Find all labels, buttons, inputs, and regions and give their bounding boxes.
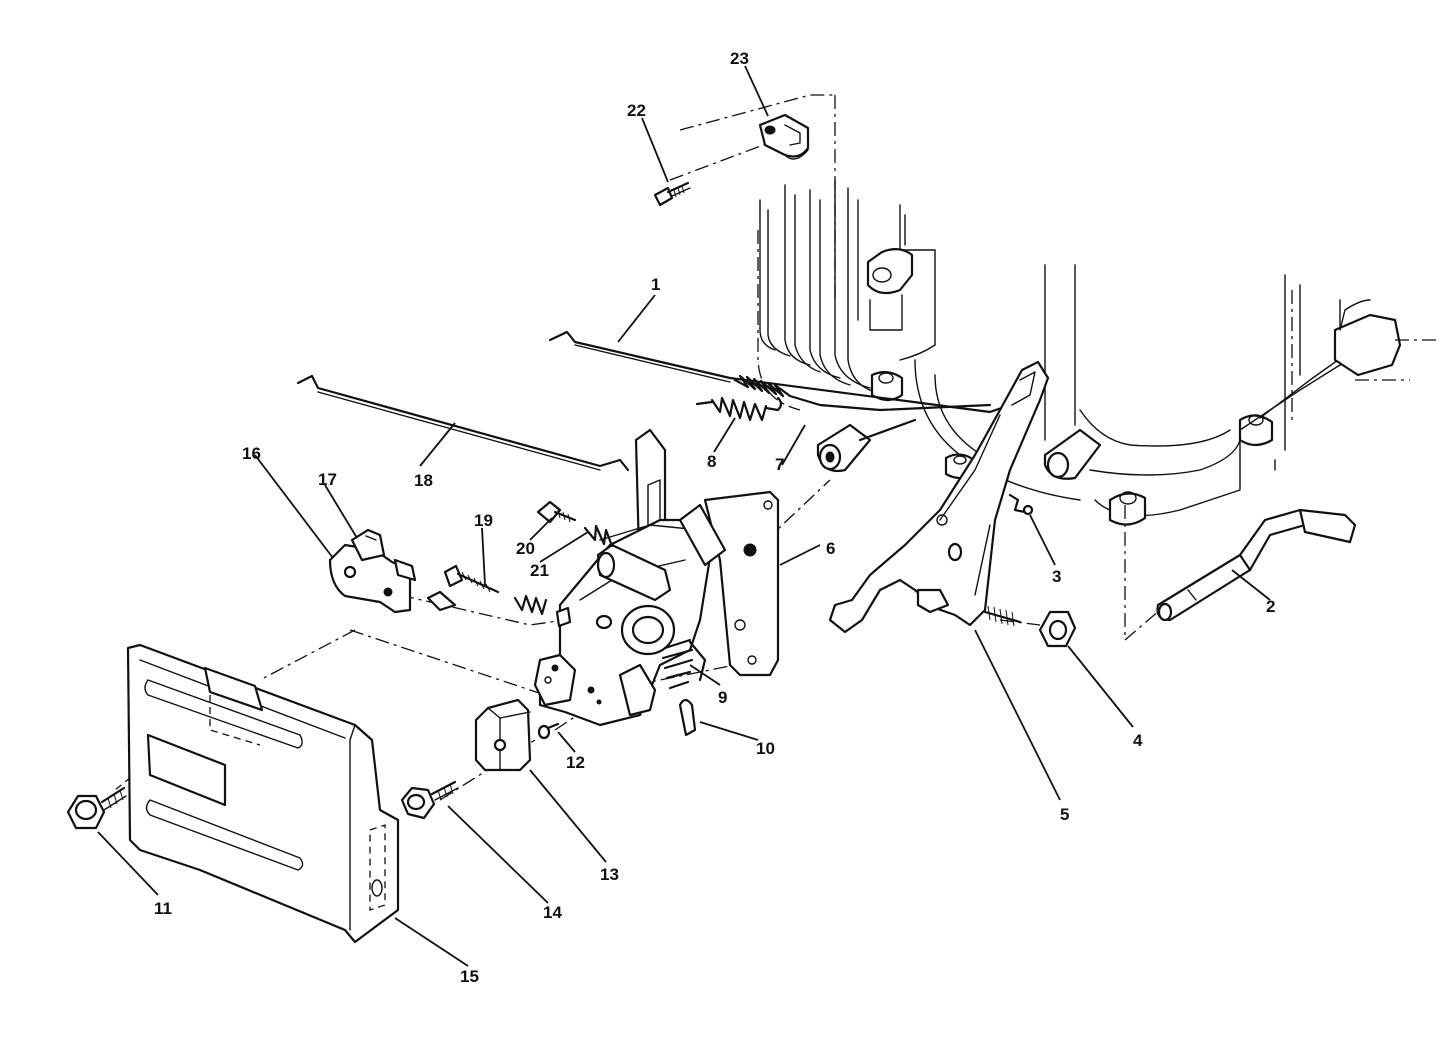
callout-12: 12	[566, 753, 585, 772]
part-13-clip	[474, 698, 532, 772]
callout-14: 14	[543, 903, 562, 922]
part-4-nut	[1038, 610, 1077, 648]
callout-6: 6	[826, 539, 835, 558]
part-8-spring	[695, 396, 783, 422]
part-7-governor-spring	[733, 374, 992, 412]
part-1-governor-link	[548, 330, 1012, 414]
callout-15: 15	[460, 967, 479, 986]
callout-1: 1	[651, 275, 660, 294]
part-22-screw	[653, 181, 691, 207]
spacer-right	[1043, 428, 1102, 480]
part-20-screw	[536, 500, 577, 524]
callout-10: 10	[756, 739, 775, 758]
control-assembly	[533, 428, 727, 727]
callout-4: 4	[1133, 731, 1143, 750]
part-18-choke-link	[296, 374, 630, 472]
callout-3: 3	[1052, 567, 1061, 586]
callout-18: 18	[414, 471, 433, 490]
part-23-cable-clamp	[758, 113, 810, 160]
part-2-shaft-lever	[1156, 508, 1357, 622]
callout-13: 13	[600, 865, 619, 884]
callout-17: 17	[318, 470, 337, 489]
spacer-left	[816, 418, 917, 473]
callout-8: 8	[707, 452, 716, 471]
part-5-throttle-lever	[828, 360, 1050, 634]
callout-9: 9	[718, 688, 727, 707]
part-10-tab	[678, 698, 697, 737]
callout-20: 20	[516, 539, 535, 558]
leader-lines	[97, 65, 1271, 967]
part-21-spring	[583, 524, 614, 548]
part-17-clip	[350, 528, 457, 612]
callout-11: 11	[154, 899, 172, 918]
part-19-adjusting-screw	[443, 564, 548, 616]
callout-21: 21	[530, 561, 549, 580]
part-6-bracket	[703, 490, 780, 677]
callout-16: 16	[242, 444, 261, 463]
part-11-bolt	[66, 786, 127, 830]
callout-2: 2	[1266, 597, 1275, 616]
part-14-bolt	[400, 780, 459, 820]
callout-23: 23	[730, 49, 749, 68]
callout-5: 5	[1060, 805, 1069, 824]
part-3-clip	[1008, 493, 1034, 516]
part-16-choke-plate	[328, 543, 412, 614]
callout-7: 7	[775, 455, 784, 474]
part-15-mounting-plate	[126, 643, 400, 944]
callout-labels: 1 2 3 4 5 6 7 8 9 10 11 12 13 14 15 16 1…	[154, 49, 1275, 986]
callout-22: 22	[627, 101, 646, 120]
part-12-screw	[537, 722, 560, 740]
engine-block	[757, 95, 1440, 526]
callout-19: 19	[474, 511, 493, 530]
